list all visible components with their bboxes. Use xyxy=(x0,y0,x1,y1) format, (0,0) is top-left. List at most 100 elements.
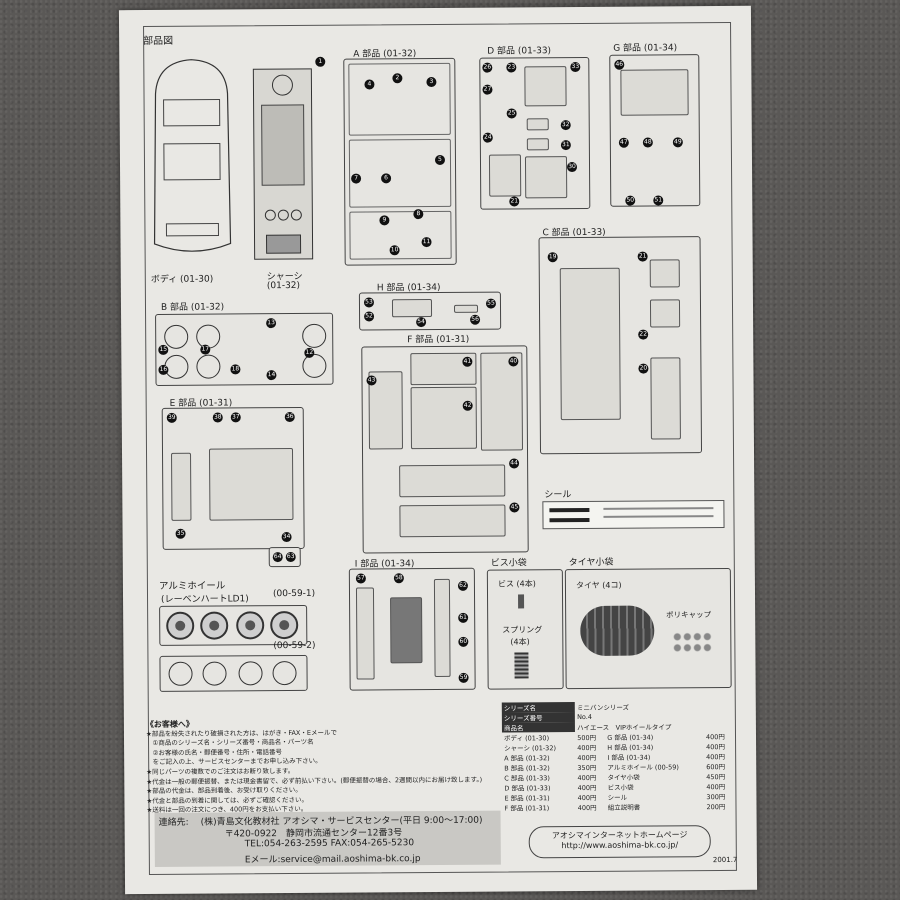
group-e-small-runner: 64 63 xyxy=(268,546,301,568)
instruction-sheet: 部品図 ボディ (01-30) シャーシ (01-32) 1 A 部品 (01-… xyxy=(118,5,758,895)
part-number: 34 xyxy=(281,532,292,543)
price-name: 組立説明書 xyxy=(607,803,641,812)
group-g-label: G 部品 (01-34) xyxy=(613,43,678,54)
price-name: シャーシ (01-32) xyxy=(504,744,557,753)
part-number: 48 xyxy=(642,137,653,148)
part-number: 3 xyxy=(426,77,437,88)
part-number: 17 xyxy=(200,344,211,355)
wheel-icon xyxy=(270,610,299,640)
group-a-runner: 4 2 3 5 7 6 8 9 10 11 xyxy=(343,57,457,266)
part-number: 63 xyxy=(285,551,296,563)
price-value: 500円 xyxy=(577,733,597,743)
part-number: 52 xyxy=(364,311,375,322)
contact-email: Eメール:service@mail.aoshima-bk.co.jp xyxy=(244,854,421,866)
seal-label: シール xyxy=(544,490,572,501)
part-number: 44 xyxy=(509,458,520,469)
price-value: 400円 xyxy=(577,773,597,783)
price-name: シール xyxy=(607,793,628,802)
part-number: 31 xyxy=(560,140,571,151)
body-label: ボディ (01-30) xyxy=(150,274,214,286)
part-number: 22 xyxy=(638,329,649,340)
chassis-code: (01-32) xyxy=(266,280,301,292)
part-number: 21 xyxy=(637,251,648,262)
price-value: 400円 xyxy=(577,803,597,813)
group-c-runner: 19 21 22 20 xyxy=(538,236,703,455)
price-name: F 部品 (01-31) xyxy=(504,804,550,813)
price-value: 400円 xyxy=(705,733,725,742)
part-number: 26 xyxy=(482,62,493,73)
part-number: 55 xyxy=(485,298,497,309)
part-number: 19 xyxy=(547,252,558,263)
spring-icon xyxy=(514,652,529,679)
part-number: 27 xyxy=(482,84,493,95)
series-number-label: シリーズ番号 xyxy=(501,712,576,723)
price-value: 350円 xyxy=(577,763,597,773)
spring-label: スプリング xyxy=(502,625,543,635)
price-value: 400円 xyxy=(577,793,597,803)
website-url[interactable]: http://www.aoshima-bk.co.jp/ xyxy=(561,840,679,851)
price-name: タイヤ小袋 xyxy=(607,773,640,782)
part-number: 14 xyxy=(266,370,277,381)
tire-bag-label: タイヤ小袋 xyxy=(568,557,614,569)
customer-notice: 《お客様へ》 ★部品を紛失されたり破損された方は、はがき・FAX・Eメールで ①… xyxy=(146,718,495,816)
contact-tel: TEL:054-263-2595 FAX:054-265-5230 xyxy=(244,838,415,850)
price-value: 450円 xyxy=(706,773,726,782)
screw-label: ビス (4本) xyxy=(497,579,536,589)
part-number: 40 xyxy=(508,356,519,367)
price-name: ビス小袋 xyxy=(607,783,634,792)
contact-address: 〒420-0922 静岡市流通センター12番3号 xyxy=(224,828,403,840)
part-number: 10 xyxy=(389,245,400,256)
contact-label: 連絡先: xyxy=(158,817,189,828)
part-number: 2 xyxy=(392,73,403,84)
part-number: 59 xyxy=(458,672,469,683)
price-value: 400円 xyxy=(577,743,597,753)
price-value: 400円 xyxy=(577,783,597,793)
part-number: 13 xyxy=(266,318,277,329)
part-number: 39 xyxy=(166,412,177,423)
part-number: 5 xyxy=(434,154,446,166)
part-number: 6 xyxy=(381,173,392,184)
part-number: 21 xyxy=(509,196,520,207)
body-drawing xyxy=(153,59,232,252)
part-number: 7 xyxy=(351,173,362,184)
part-number: 4 xyxy=(364,79,375,90)
price-value: 400円 xyxy=(706,753,726,762)
part-number: 33 xyxy=(570,61,581,73)
price-name: H 部品 (01-34) xyxy=(607,743,654,752)
part-number: 20 xyxy=(638,363,649,374)
tire-label: タイヤ (4コ) xyxy=(575,580,622,591)
part-number: 64 xyxy=(272,552,283,563)
part-number: 24 xyxy=(482,132,493,143)
part-number: 58 xyxy=(393,573,404,584)
part-number: 60 xyxy=(458,636,469,647)
wheel-code-2: (00-59-2) xyxy=(273,640,316,652)
screw-bag-label: ビス小袋 xyxy=(490,558,527,569)
price-name: G 部品 (01-34) xyxy=(607,733,654,742)
tire-bag: タイヤ (4コ) ポリキャップ xyxy=(564,567,732,690)
part-number: 25 xyxy=(506,108,517,119)
part-number: 18 xyxy=(230,364,241,375)
part-number: 8 xyxy=(413,209,424,220)
part-number: 11 xyxy=(421,237,432,248)
part-number: 51 xyxy=(653,195,664,206)
price-name: ボディ (01-30) xyxy=(503,734,550,743)
group-e-runner: 39 38 37 36 35 34 xyxy=(161,406,305,550)
spring-count: (4本) xyxy=(510,637,530,647)
product-label: 商品名 xyxy=(501,722,576,733)
group-f-label: F 部品 (01-31) xyxy=(407,334,470,346)
group-b-runner: 15 16 17 18 13 14 12 xyxy=(155,312,334,386)
group-f-runner: 41 40 43 42 44 45 xyxy=(361,345,529,554)
wheel-title: アルミホイール xyxy=(158,580,226,592)
wheel-runner-1 xyxy=(159,604,308,646)
group-i-runner: 57 58 62 61 60 59 xyxy=(348,567,476,691)
price-name: アルミホイール (00-59) xyxy=(607,763,679,772)
price-value: 400円 xyxy=(706,743,726,752)
price-name: C 部品 (01-33) xyxy=(504,774,550,783)
part-number: 12 xyxy=(304,347,315,358)
website-title: アオシマインターネットホームページ xyxy=(551,830,688,841)
tire-icon xyxy=(580,605,655,657)
part-number: 1 xyxy=(315,56,326,67)
part-number: 15 xyxy=(158,344,169,355)
wheel-runner-2 xyxy=(159,654,308,692)
page-title: 部品図 xyxy=(143,35,174,48)
